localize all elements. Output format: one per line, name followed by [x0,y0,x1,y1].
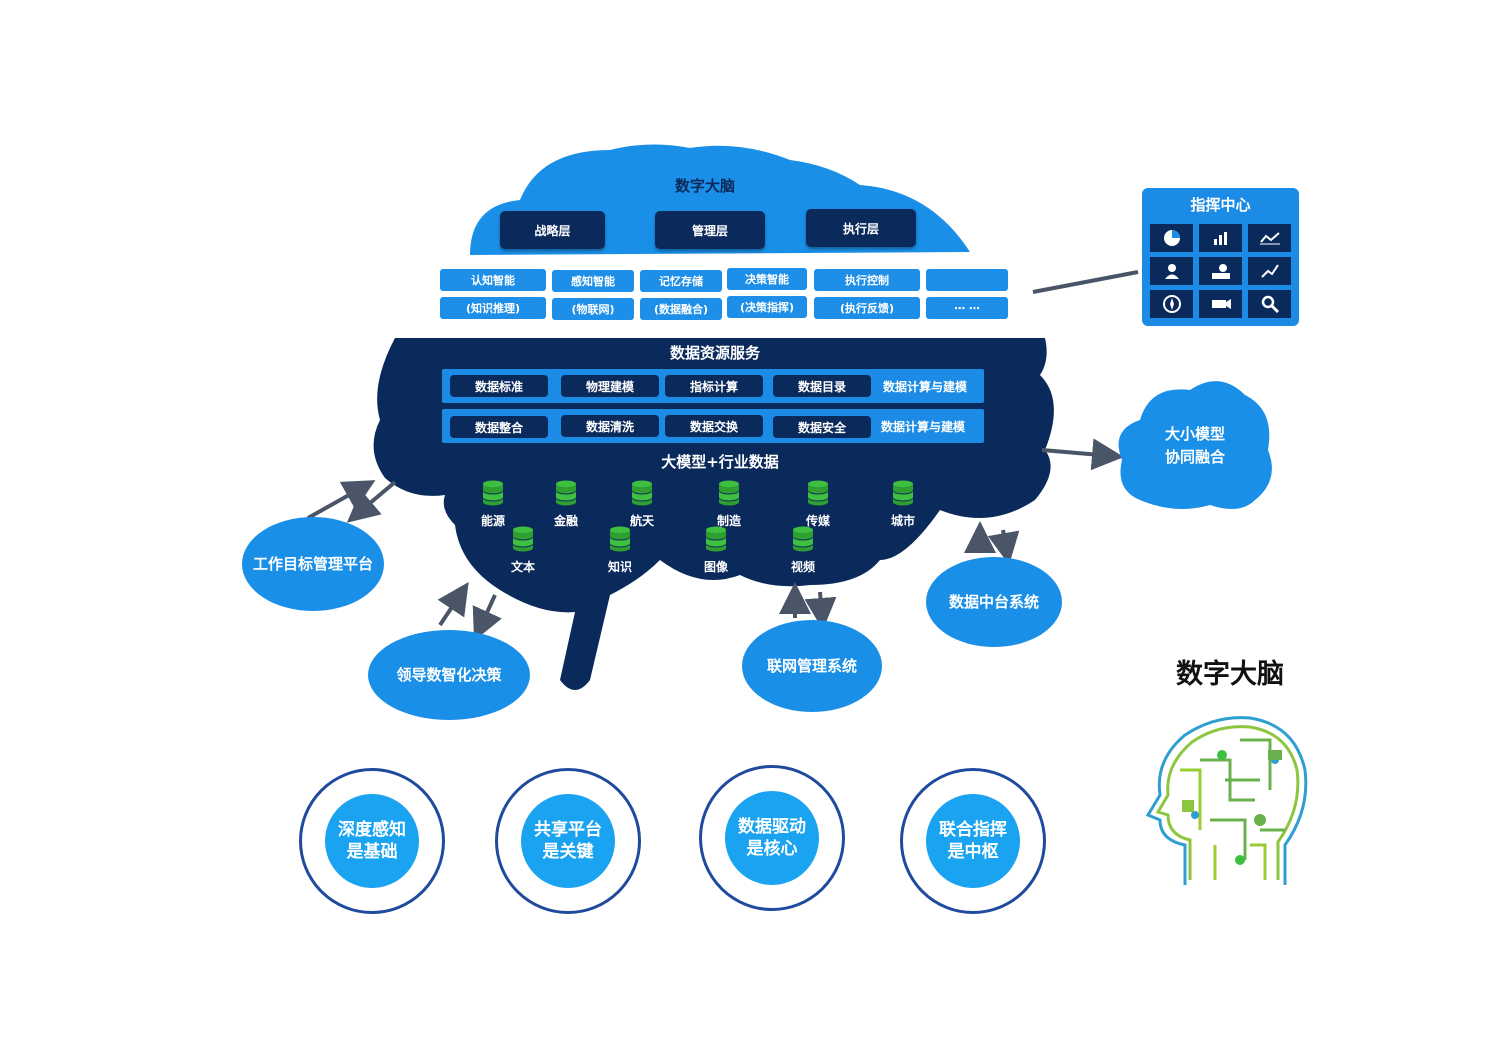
line-chart-icon[interactable] [1248,224,1291,252]
industry-data-row1-4[interactable]: 传媒 [788,480,848,529]
industry-data-label: 传媒 [805,514,830,528]
ds-item-modeling[interactable]: 物理建模 [561,375,659,397]
database-icon [555,480,577,510]
layer-strategy[interactable]: 战略层 [500,211,605,249]
principle-sharing: 共享平台 是关键 [495,768,641,914]
principle-sharing-text: 共享平台 是关键 [521,794,615,888]
network-management-system[interactable]: 联网管理系统 [742,620,882,712]
ds-item-clean[interactable]: 数据清洗 [561,415,659,437]
industry-data-label: 城市 [890,514,915,528]
ds-item-catalog[interactable]: 数据目录 [773,375,871,397]
pie-chart-icon[interactable] [1150,224,1193,252]
cap-execution-sub: (执行反馈) [814,297,920,319]
command-link-line [1032,270,1139,294]
command-center[interactable]: 指挥中心 [1142,188,1299,326]
compass-icon[interactable] [1150,290,1193,318]
command-center-title: 指挥中心 [1190,196,1251,214]
arrow-to-brain-2 [437,582,469,627]
map-icon[interactable] [1199,257,1242,285]
database-icon [705,526,727,556]
camera-icon[interactable] [1199,290,1242,318]
cap-more-sub: ⋯ ⋯ [926,297,1008,319]
industry-data-label: 知识 [607,560,632,574]
data-service-title: 数据资源服务 [669,344,760,362]
database-icon [631,480,653,510]
database-icon [718,480,740,510]
industry-data-label: 金融 [553,514,578,528]
ds-item-exchange[interactable]: 数据交换 [665,415,763,437]
industry-data-row2-0[interactable]: 文本 [493,526,553,575]
cap-cognitive-sub: (知识推理) [440,297,546,319]
cap-execution[interactable]: 执行控制 [814,269,920,291]
cap-memory[interactable]: 记忆存储 [640,270,722,292]
industry-data-row2-2[interactable]: 图像 [686,526,746,575]
ds-item-metric[interactable]: 指标计算 [665,375,763,397]
industry-data-label: 能源 [480,514,505,528]
cap-perceptive[interactable]: 感知智能 [552,270,634,292]
industry-data-label: 航天 [629,514,654,528]
circuit-head-illustration [1145,716,1308,885]
model-arrow [1041,438,1124,471]
arrow-from-brain-3 [804,591,837,630]
industry-data-label: 文本 [510,560,535,574]
team-icon[interactable] [1150,257,1193,285]
database-icon [792,526,814,556]
industry-data-row1-5[interactable]: 城市 [873,480,933,529]
brain-title: 数字大脑 [674,177,735,195]
industry-data-row2-3[interactable]: 视频 [773,526,833,575]
layer-execution[interactable]: 执行层 [806,209,916,247]
data-platform-system[interactable]: 数据中台系统 [926,557,1062,647]
cap-decision-sub: (决策指挥) [727,296,807,318]
side-title: 数字大脑 [1176,659,1284,690]
industry-data-label: 制造 [716,514,741,528]
arrow-from-brain-2 [472,594,502,641]
work-goal-platform[interactable]: 工作目标管理平台 [242,517,384,611]
cap-perceptive-sub: (物联网) [552,298,634,320]
database-icon [512,526,534,556]
industry-data-row1-1[interactable]: 金融 [536,480,596,529]
model-cloud [1118,381,1272,509]
database-icon [807,480,829,510]
cap-memory-sub: (数据融合) [640,298,722,320]
trend-icon[interactable] [1248,257,1291,285]
industry-data-row1-0[interactable]: 能源 [463,480,523,529]
ds-row1-label: 数据计算与建模 [883,380,968,394]
database-icon [482,480,504,510]
model-data-title: 大模型+行业数据 [661,453,779,471]
principle-perception: 深度感知 是基础 [299,768,445,914]
cap-decision[interactable]: 决策智能 [727,268,807,290]
principle-data-driven: 数据驱动 是核心 [699,765,845,911]
ds-item-integrate[interactable]: 数据整合 [450,416,548,438]
database-icon [892,480,914,510]
industry-data-row1-3[interactable]: 制造 [699,480,759,529]
bar-chart-icon[interactable] [1199,224,1242,252]
industry-data-row1-2[interactable]: 航天 [612,480,672,529]
cap-cognitive[interactable]: 认知智能 [440,269,546,291]
industry-data-label: 视频 [790,560,815,574]
industry-data-label: 图像 [703,560,728,574]
search-icon[interactable] [1248,290,1291,318]
industry-data-row2-1[interactable]: 知识 [590,526,650,575]
arrow-from-brain-4 [987,529,1020,565]
principle-command-text: 联合指挥 是中枢 [926,794,1020,888]
arrow-from-brain-1 [346,480,397,523]
ds-row2-label: 数据计算与建模 [881,420,966,434]
leader-decision[interactable]: 领导数智化决策 [368,630,530,720]
model-fusion-label: 大小模型 协同融合 [1164,425,1225,466]
layer-management[interactable]: 管理层 [655,211,765,249]
ds-item-standard[interactable]: 数据标准 [450,375,548,397]
cap-more[interactable] [926,269,1008,291]
database-icon [609,526,631,556]
principle-command: 联合指挥 是中枢 [900,768,1046,914]
ds-item-security[interactable]: 数据安全 [773,416,871,438]
principle-data-driven-text: 数据驱动 是核心 [725,791,819,885]
principle-perception-text: 深度感知 是基础 [325,794,419,888]
